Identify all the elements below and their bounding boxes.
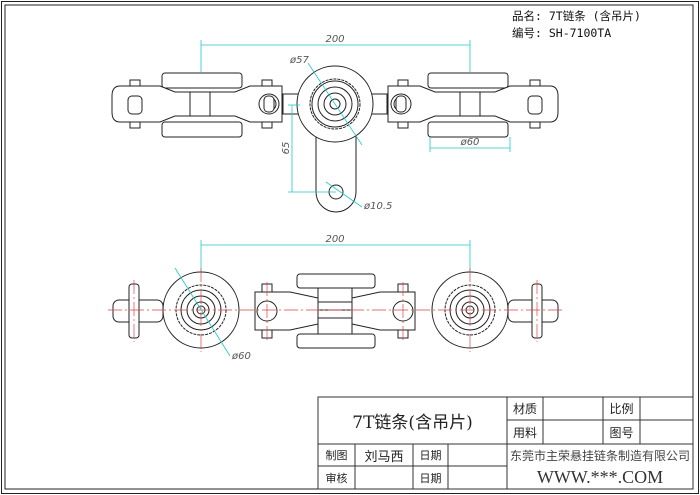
date-label-1: 日期 bbox=[419, 449, 442, 462]
material-value bbox=[543, 397, 603, 420]
pin-slot bbox=[127, 95, 143, 115]
right-link bbox=[387, 72, 559, 138]
date-value-2 bbox=[448, 466, 507, 489]
drawing-no-value bbox=[640, 420, 693, 444]
drawn-by: 刘马西 bbox=[364, 449, 404, 465]
drawn-label: 制图 bbox=[325, 449, 348, 462]
drawing-title: 7T链条(含吊片) bbox=[352, 413, 473, 433]
stock-value bbox=[543, 420, 603, 444]
wheel-top bbox=[161, 72, 243, 89]
material-label: 材质 bbox=[512, 402, 537, 416]
dim-label-pitch: 200 bbox=[325, 34, 344, 45]
date-label-2: 日期 bbox=[419, 471, 442, 485]
dim-label-side-pitch: 200 bbox=[325, 234, 344, 245]
scale-value bbox=[640, 397, 693, 420]
dim-label-roller-dia: ø57 bbox=[289, 55, 309, 66]
wheel-bottom bbox=[161, 121, 243, 138]
company-name: 东莞市主荣悬挂链条制造有限公司 bbox=[509, 449, 690, 463]
center-wheel-top bbox=[296, 273, 376, 289]
left-link bbox=[111, 72, 283, 138]
scale-label: 比例 bbox=[609, 402, 634, 416]
product-name: 品名: 7T链条 (含吊片) bbox=[512, 9, 641, 23]
side-view: 200 ø60 bbox=[108, 234, 565, 362]
checked-by bbox=[355, 466, 413, 489]
checked-label: 审核 bbox=[325, 471, 348, 485]
drawing-no-label: 图号 bbox=[609, 425, 634, 440]
dim-label-hanger-height: 65 bbox=[281, 142, 292, 155]
date-value-1 bbox=[448, 444, 507, 466]
product-code: 编号: SH-7100TA bbox=[512, 26, 612, 40]
link-plate bbox=[111, 85, 283, 123]
watermark: WWW.***.COM bbox=[536, 467, 664, 487]
center-wheel-bottom bbox=[296, 333, 376, 349]
dim-label-hole-dia: ø10.5 bbox=[363, 201, 392, 212]
dim-label-wheel-dia: ø60 bbox=[460, 137, 480, 148]
hanger-plate bbox=[315, 131, 357, 213]
stock-label: 用料 bbox=[512, 425, 537, 440]
dim-label-side-wheel-dia: ø60 bbox=[231, 351, 251, 362]
top-view: 200 bbox=[111, 34, 559, 213]
title-block-grid bbox=[317, 396, 694, 490]
